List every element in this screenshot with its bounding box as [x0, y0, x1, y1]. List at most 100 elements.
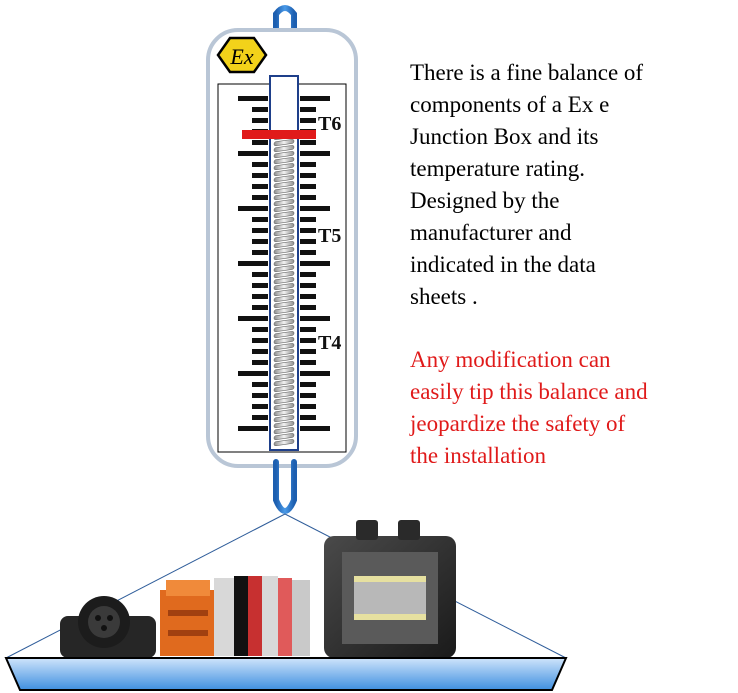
spring-coil: [273, 355, 295, 363]
spring-coil: [273, 211, 295, 219]
description-text: There is a fine balance of components of …: [410, 57, 730, 313]
cable-gland-icon: [60, 596, 156, 658]
junction-box-icon: [324, 520, 456, 658]
scale-tick-left: [252, 393, 268, 398]
balance-tray: [4, 657, 568, 691]
ex-logo-icon: Ex: [216, 36, 268, 74]
spring-coil: [273, 367, 295, 375]
spring-coil: [273, 307, 295, 315]
scale-tick-left: [252, 404, 268, 409]
spring-coil: [273, 229, 295, 237]
spring-coil: [273, 145, 295, 153]
scale-tick-left: [238, 151, 268, 156]
spring-coil: [273, 163, 295, 171]
warning-line: the installation: [410, 443, 547, 468]
label-t6: T6: [318, 113, 341, 135]
scale-tick-right: [300, 107, 316, 112]
spring-coil: [273, 277, 295, 285]
scale-tick-right: [300, 162, 316, 167]
description-line: manufacturer and: [410, 220, 572, 245]
spring-coil: [273, 385, 295, 393]
scale-tick-right: [300, 184, 316, 189]
label-t4: T4: [318, 332, 341, 354]
scale-tick-left: [252, 382, 268, 387]
scale-tick-left: [252, 305, 268, 310]
scale-tick-left: [252, 250, 268, 255]
spring-coil: [273, 151, 295, 159]
spring-coil: [273, 295, 295, 303]
scale-tick-right: [300, 206, 330, 211]
spring-coil: [273, 241, 295, 249]
scale-tick-right: [300, 151, 330, 156]
bottom-hook: [273, 459, 297, 514]
scale-tick-left: [252, 349, 268, 354]
description-line: Designed by the: [410, 188, 560, 213]
scale-tick-left: [252, 140, 268, 145]
spring-coil: [273, 157, 295, 165]
spring-coil: [273, 253, 295, 261]
scale-tick-right: [300, 283, 316, 288]
spring-coil: [273, 193, 295, 201]
scale-tick-right: [300, 118, 316, 123]
spring-coil: [273, 175, 295, 183]
scale-tick-left: [252, 283, 268, 288]
scale-tick-left: [252, 239, 268, 244]
terminal-blocks-icon: [160, 576, 310, 656]
description-line: Junction Box and its: [410, 124, 599, 149]
spring-coil: [273, 283, 295, 291]
scale-tick-left: [252, 184, 268, 189]
spring-coil: [273, 181, 295, 189]
scale-tick-right: [300, 173, 316, 178]
description-line: sheets .: [410, 284, 478, 309]
scale-tick-left: [252, 107, 268, 112]
scale-tick-right: [300, 393, 316, 398]
spring-coil: [273, 361, 295, 369]
spring-coil: [273, 169, 295, 177]
spring-coil: [273, 313, 295, 321]
scale-tick-left: [238, 96, 268, 101]
spring-coil: [273, 427, 295, 435]
spring-coil: [273, 349, 295, 357]
spring-coil: [273, 433, 295, 441]
spring-coil: [273, 289, 295, 297]
description-line: components of a Ex e: [410, 92, 610, 117]
spring-coil: [273, 259, 295, 267]
spring-coil: [273, 247, 295, 255]
temperature-indicator: [242, 130, 316, 139]
spring-coil: [273, 343, 295, 351]
scale-tick-right: [300, 338, 316, 343]
spring-coil: [273, 421, 295, 429]
description-line: temperature rating.: [410, 156, 585, 181]
spring-coil: [273, 271, 295, 279]
spring-coil: [273, 409, 295, 417]
scale-tick-left: [252, 327, 268, 332]
scale-tick-right: [300, 349, 316, 354]
scale-tick-right: [300, 316, 330, 321]
description-line: indicated in the data: [410, 252, 596, 277]
scale-tick-right: [300, 272, 316, 277]
scale-tick-right: [300, 404, 316, 409]
scale-tick-left: [252, 217, 268, 222]
scale-tick-left: [252, 162, 268, 167]
scale-tick-right: [300, 261, 330, 266]
scale-tick-right: [300, 140, 316, 145]
spring-coil: [273, 217, 295, 225]
scale-tick-right: [300, 217, 316, 222]
spring-coil: [273, 187, 295, 195]
spring-coil: [273, 235, 295, 243]
spring-coil: [273, 403, 295, 411]
spring-coil: [273, 415, 295, 423]
scale-tick-right: [300, 195, 316, 200]
scale-tick-left: [252, 195, 268, 200]
spring-coil: [273, 205, 295, 213]
description-line: There is a fine balance of: [410, 60, 644, 85]
warning-line: jeopardize the safety of: [410, 411, 626, 436]
spring-icon: [273, 133, 295, 447]
scale-tick-left: [252, 173, 268, 178]
spring-coil: [273, 319, 295, 327]
scale-tick-left: [238, 206, 268, 211]
scale-tick-right: [300, 239, 316, 244]
scale-tick-right: [300, 415, 316, 420]
spring-coil: [273, 391, 295, 399]
